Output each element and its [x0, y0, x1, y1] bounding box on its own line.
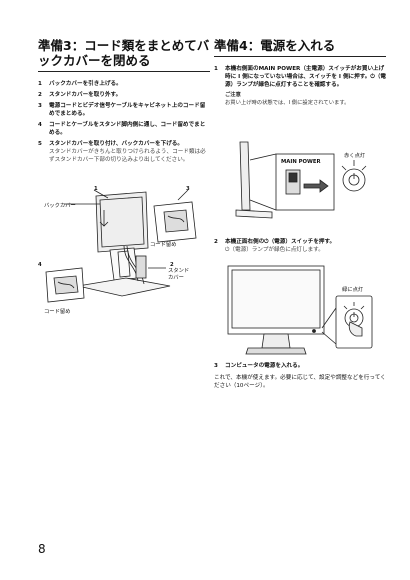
figure-label-3: 3 [186, 186, 190, 192]
right-step-3-block: 3 コンピュータの電源を入れる。 これで、本機が使えます。必要に応じて、設定や調… [214, 362, 386, 390]
step-number: 2 [214, 239, 218, 245]
step-text: バックカバーを引き上げる。 [49, 81, 122, 87]
step-number: 2 [38, 92, 42, 98]
step-number: 1 [38, 81, 42, 87]
page-number: 8 [38, 542, 46, 556]
cord-clip-label-right: コード留め [150, 242, 177, 248]
step-subtext: ⏻（電源）ランプが緑色に点灯します。 [225, 247, 324, 253]
caution-text: お買い上げ時の状態では、I 側に設定されています。 [225, 99, 350, 106]
left-step-5: 5 スタンドカバーを取り付け、バックカバーを下げる。 スタンドカバーがきちんと取… [38, 140, 210, 164]
stand-cover-label: スタンド カバー [168, 268, 190, 281]
step-number: 5 [38, 141, 42, 147]
power-button-illustration [224, 262, 384, 358]
left-column: 準備3：コード類をまとめてバックカバーを閉める 1 バックカバーを引き上げる。 … [38, 38, 210, 167]
light-red-label: 赤く点灯 [344, 153, 366, 159]
main-power-illustration [232, 140, 382, 220]
step-text: 電源コードとビデオ信号ケーブルをキャビネット上のコード留めでまとめる。 [49, 103, 206, 117]
left-step-3: 3 電源コードとビデオ信号ケーブルをキャビネット上のコード留めでまとめる。 [38, 102, 210, 118]
right-step-2-block: 2 本機正面右側の⏻（電源）スイッチを押す。 ⏻（電源）ランプが緑色に点灯します… [214, 238, 386, 257]
right-section-title: 準備4：電源を入れる [214, 38, 386, 57]
monitor-front-drawing [227, 265, 373, 355]
right-step-2: 2 本機正面右側の⏻（電源）スイッチを押す。 ⏻（電源）ランプが緑色に点灯します… [214, 238, 386, 254]
step-text: スタンドカバーを取り外す。 [49, 92, 122, 98]
left-step-2: 2 スタンドカバーを取り外す。 [38, 91, 210, 99]
caution-title: ご注意 [225, 92, 241, 98]
step-text: 本機正面右側の⏻（電源）スイッチを押す。 [225, 239, 336, 245]
figure-label-4: 4 [38, 262, 42, 268]
closing-paragraph: これで、本機が使えます。必要に応じて、設定や調整などを行ってください（10ページ… [214, 375, 386, 389]
right-step-1: 1 本機右側面のMAIN POWER（主電源）スイッチがお買い上げ時に I 側に… [214, 65, 386, 89]
step-number: 4 [38, 122, 42, 128]
figure-label-1: 1 [94, 186, 98, 192]
step-subtext: スタンドカバーがきちんと取りつけられるよう、コード類は必ずスタンドカバー下部の切… [49, 149, 206, 163]
left-section-title: 準備3：コード類をまとめてバックカバーを閉める [38, 38, 210, 72]
cable-management-illustration [38, 186, 210, 326]
step-number: 1 [214, 66, 218, 72]
main-power-label: MAIN POWER [281, 159, 321, 165]
figure-label-2: 2 [170, 262, 174, 268]
left-step-1: 1 バックカバーを引き上げる。 [38, 80, 210, 88]
back-cover-label: バックカバー [44, 203, 76, 209]
cord-clip-label-left: コード留め [44, 309, 71, 315]
left-steps-list: 1 バックカバーを引き上げる。 2 スタンドカバーを取り外す。 3 電源コードと… [38, 80, 210, 164]
left-step-4: 4 コードとケーブルをスタンド脚内側に通し、コード留めでまとめる。 [38, 121, 210, 137]
monitor-side-drawing [235, 141, 367, 219]
step-text: コンピュータの電源を入れる。 [225, 363, 304, 369]
step-number: 3 [214, 363, 218, 369]
right-step-3: 3 コンピュータの電源を入れる。 [214, 362, 386, 370]
caution-note: ご注意 お買い上げ時の状態では、I 側に設定されています。 [225, 92, 386, 107]
monitor-back-drawing [45, 189, 197, 303]
step-text: コードとケーブルをスタンド脚内側に通し、コード留めでまとめる。 [49, 122, 206, 136]
light-green-label: 緑に点灯 [342, 287, 364, 293]
step-text: スタンドカバーを取り付け、バックカバーを下げる。 [49, 141, 183, 147]
step-text: 本機右側面のMAIN POWER（主電源）スイッチがお買い上げ時に I 側になっ… [225, 66, 386, 88]
step-number: 3 [38, 103, 42, 109]
right-column: 準備4：電源を入れる 1 本機右側面のMAIN POWER（主電源）スイッチがお… [214, 38, 386, 113]
